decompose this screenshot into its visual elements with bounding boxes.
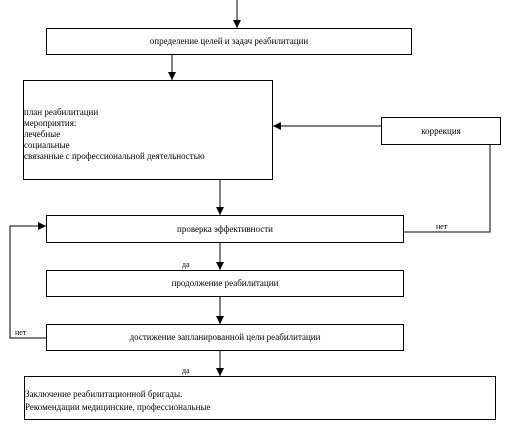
no-loop-check-to-correction	[404, 145, 491, 233]
conclusion-line-2: Рекомендации медицинские, профессиональн…	[25, 401, 211, 412]
plan-line-2: мероприятия:	[24, 117, 77, 128]
box-conclusion: Заключение реабилитационной бригады. Рек…	[24, 376, 496, 420]
box-plan: план реабилитации мероприятия: лечебные …	[23, 80, 273, 180]
box-correction: коррекция	[381, 117, 501, 145]
no-loop-achieve-to-check	[9, 222, 46, 339]
check-text: проверка эффективности	[177, 223, 273, 234]
box-goals: определение целей и задач реабилитации	[46, 28, 412, 55]
label-no-left: нет	[15, 328, 27, 337]
label-yes-2: да	[182, 366, 190, 375]
continue-text: продолжение реабилитации	[171, 278, 279, 288]
plan-line-4: социальные	[24, 139, 70, 150]
achieve-text: достижение запланированной цели реабилит…	[129, 332, 321, 342]
correction-text: коррекция	[421, 125, 461, 136]
label-yes-1: да	[182, 260, 190, 269]
conclusion-line-1: Заключение реабилитационной бригады.	[25, 388, 183, 399]
plan-line-5: связанные с профессиональной деятельност…	[24, 150, 205, 161]
box-continue: продолжение реабилитации	[46, 270, 404, 297]
plan-line-3: лечебные	[24, 128, 61, 139]
goals-text: определение целей и задач реабилитации	[149, 36, 309, 46]
label-no-right: нет	[436, 222, 448, 231]
box-check: проверка эффективности	[46, 215, 404, 243]
box-achieve: достижение запланированной цели реабилит…	[46, 324, 404, 351]
plan-line-1: план реабилитации	[24, 106, 99, 117]
